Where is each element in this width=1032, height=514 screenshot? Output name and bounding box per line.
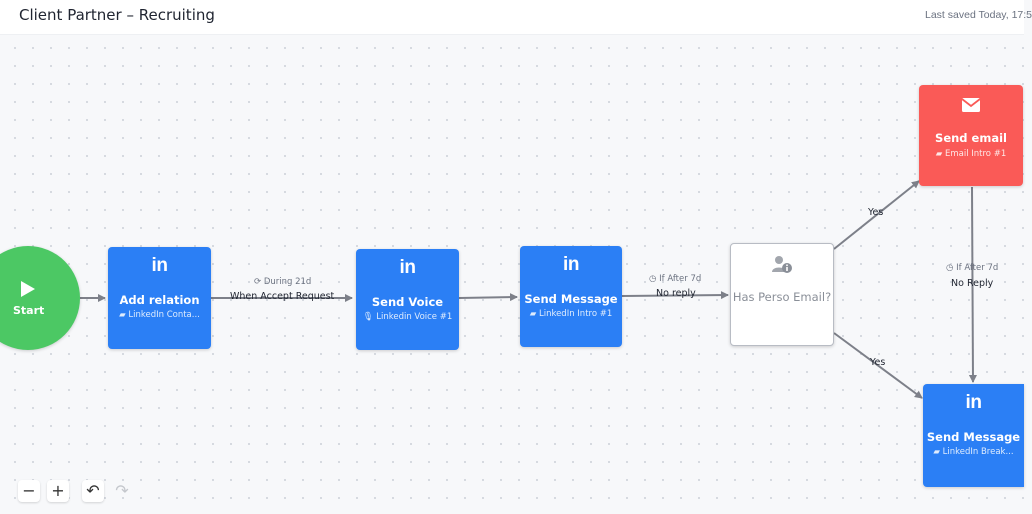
edge-label-relation-to-voice: When Accept Request xyxy=(230,291,335,302)
node-subtitle: 🎙 Linkedin Voice #1 xyxy=(362,312,453,322)
clock-icon: ◷ xyxy=(649,274,657,284)
edge-label-check-to-email: Yes xyxy=(868,207,884,218)
linkedin-icon: in xyxy=(563,254,579,275)
top-bar: Client Partner – Recruiting Last saved T… xyxy=(0,0,1032,35)
linkedin-icon: in xyxy=(399,257,416,278)
edge-condition-email-to-message: ◷ If After 7d xyxy=(946,263,999,273)
node-send-message-2[interactable]: in Send Message ▰ LinkedIn Break... xyxy=(923,384,1024,487)
edge-label-email-to-message: No Reply xyxy=(951,278,994,289)
edges-layer xyxy=(80,180,977,399)
node-subtitle: ▰ Email Intro #1 xyxy=(935,149,1007,159)
refresh-icon: ⟳ xyxy=(254,277,262,287)
clock-icon: ◷ xyxy=(946,263,954,273)
edge-condition-message-to-check: ◷ If After 7d xyxy=(649,274,702,284)
zoom-in-button[interactable]: + xyxy=(47,480,69,502)
linkedin-icon: in xyxy=(965,392,982,413)
node-subtitle: ▰ LinkedIn Break... xyxy=(933,447,1014,457)
undo-button[interactable]: ↶ xyxy=(82,480,104,502)
microphone-icon: 🎙 xyxy=(362,312,374,322)
page-title: Client Partner – Recruiting xyxy=(19,6,215,24)
node-title: Send Voice xyxy=(371,295,444,309)
node-title: Add relation xyxy=(119,293,200,307)
node-title: Send email xyxy=(935,131,1007,145)
zoom-out-button[interactable]: − xyxy=(18,480,40,502)
user-info-icon xyxy=(731,254,833,280)
message-icon: ▰ xyxy=(119,310,126,320)
node-send-voice[interactable]: in Send Voice 🎙 Linkedin Voice #1 xyxy=(356,249,459,350)
node-add-relation[interactable]: in Add relation ▰ LinkedIn Conta... xyxy=(108,247,211,349)
message-icon: ▰ xyxy=(935,149,943,159)
node-send-message-1[interactable]: in Send Message ▰ LinkedIn Intro #1 xyxy=(520,246,622,347)
edge-message-to-check xyxy=(621,291,729,300)
node-subtitle: ▰ LinkedIn Intro #1 xyxy=(529,309,613,319)
node-title: Has Perso Email? xyxy=(732,290,832,304)
play-icon xyxy=(21,281,35,297)
envelope-icon xyxy=(919,97,1023,117)
edge-label-message-to-check: No reply xyxy=(656,288,696,299)
node-has-perso-email[interactable]: Has Perso Email? xyxy=(730,243,834,346)
edge-check-to-email xyxy=(833,180,920,250)
edge-voice-to-message xyxy=(458,293,518,302)
message-icon: ▰ xyxy=(933,447,940,457)
node-title: Send Message xyxy=(926,430,1021,444)
node-send-email[interactable]: Send email ▰ Email Intro #1 xyxy=(919,85,1023,186)
edge-label-check-to-message: Yes xyxy=(870,357,886,368)
start-node[interactable]: Start xyxy=(0,246,80,350)
edge-check-to-message xyxy=(833,332,923,399)
linkedin-icon: in xyxy=(151,255,168,276)
edge-email-to-message xyxy=(968,186,977,383)
workflow-canvas[interactable]: Start in Add relation ▰ LinkedIn Conta..… xyxy=(0,35,1024,514)
redo-button[interactable]: ↷ xyxy=(115,481,129,500)
start-label: Start xyxy=(13,304,45,317)
message-icon: ▰ xyxy=(529,309,537,319)
node-subtitle: ▰ LinkedIn Conta... xyxy=(119,310,200,320)
node-title: Send Message xyxy=(524,292,618,306)
saved-status: Last saved Today, 17:5 xyxy=(925,9,1032,21)
edge-condition-relation-to-voice: ⟳ During 21d xyxy=(254,277,312,287)
